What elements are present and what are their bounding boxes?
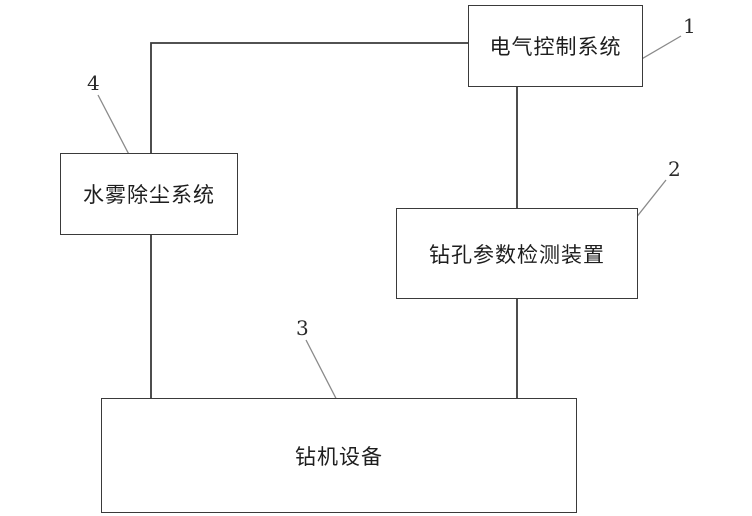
electrical-control-system-box: 电气控制系统 [468,5,643,87]
drilling-parameter-detection-box: 钻孔参数检测装置 [396,208,638,299]
callout-number-4: 4 [87,71,100,95]
drilling-equipment-label: 钻机设备 [295,444,383,469]
drilling-equipment-box: 钻机设备 [101,398,577,513]
water-mist-dust-system-label: 水雾除尘系统 [83,183,215,207]
drilling-parameter-detection-label: 钻孔参数检测装置 [429,242,605,267]
callout-number-3: 3 [296,316,309,340]
line-electrical-to-mist [150,42,468,153]
callout-number-2: 2 [668,157,681,181]
water-mist-dust-system-box: 水雾除尘系统 [60,153,238,235]
callout-number-1: 1 [683,14,696,38]
electrical-control-system-label: 电气控制系统 [489,35,622,59]
